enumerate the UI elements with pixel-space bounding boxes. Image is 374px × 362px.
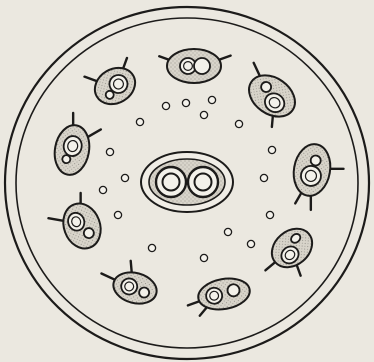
- small-vesicle: [200, 111, 207, 118]
- cell-nucleus: [194, 58, 210, 74]
- peripheral-cell: [159, 49, 230, 83]
- small-vesicle: [114, 211, 121, 218]
- peripheral-cell: [44, 190, 107, 257]
- small-vesicle: [148, 244, 155, 251]
- small-vesicle: [235, 120, 242, 127]
- peripheral-cell: [84, 54, 144, 112]
- small-vesicle: [260, 174, 267, 181]
- small-vesicle: [266, 211, 273, 218]
- small-vesicle: [208, 96, 215, 103]
- small-vesicle: [247, 240, 254, 247]
- peripheral-cell: [287, 141, 346, 214]
- small-vesicle: [268, 146, 275, 153]
- peripheral-cell: [184, 275, 252, 318]
- cell-body: [196, 275, 252, 314]
- cell-nucleus: [310, 155, 322, 167]
- central-nucleus: [156, 167, 186, 197]
- peripheral-cell: [254, 221, 326, 291]
- peripheral-cell: [96, 254, 163, 308]
- cell-nucleus: [227, 283, 241, 297]
- small-vesicle: [224, 228, 231, 235]
- small-vesicle: [136, 118, 143, 125]
- small-vesicle: [182, 99, 189, 106]
- small-vesicle: [106, 148, 113, 155]
- peripheral-cell: [51, 111, 103, 179]
- small-vesicle: [200, 254, 207, 261]
- cell-nucleus: [62, 155, 71, 164]
- central-nucleus: [188, 167, 218, 197]
- small-vesicle: [99, 186, 106, 193]
- small-vesicle: [121, 174, 128, 181]
- small-vesicle: [162, 102, 169, 109]
